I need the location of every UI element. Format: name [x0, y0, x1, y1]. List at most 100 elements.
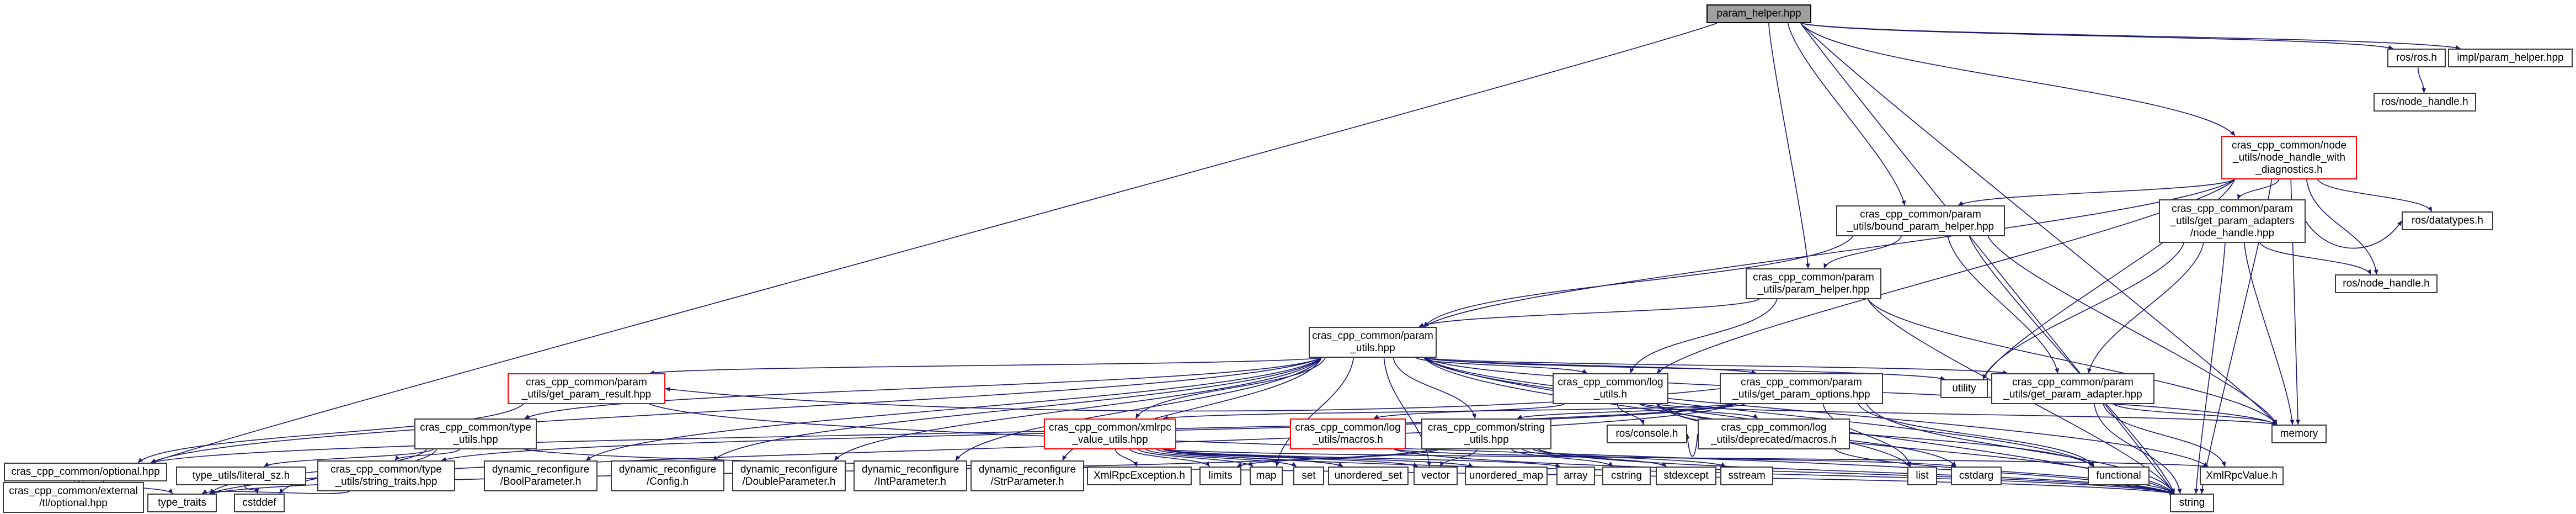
include-edge-bound_param_helper-to-string [1969, 236, 2175, 494]
include-edge-xmlrpc_value_utils-to-xmlrpcvalue [1162, 449, 2209, 469]
include-edge-param_utils-to-get_param_result [649, 357, 1322, 375]
include-edge-param_utils-to-type_utils [524, 357, 1322, 419]
graph-node-get_param_adapter[interactable]: cras_cpp_common/param _utils/get_param_a… [1991, 373, 2154, 404]
include-edge-string_utils-to-stdexcept [1522, 449, 1667, 467]
graph-node-type_traits[interactable]: type_traits [147, 494, 217, 512]
graph-node-memory[interactable]: memory [2271, 425, 2327, 443]
include-edge-xmlrpc_value_utils-to-xmlrpc_exception [1114, 449, 1138, 467]
graph-node-pu_param_helper[interactable]: cras_cpp_common/param _utils/param_helpe… [1746, 268, 1881, 299]
graph-node-literal_sz[interactable]: type_utils/literal_sz.h [176, 467, 306, 485]
graph-node-config_h[interactable]: dynamic_reconfigure /Config.h [611, 460, 724, 491]
include-edge-get_param_options-to-functional [1858, 404, 2094, 467]
include-edge-root-to-nh_with_diag [1800, 23, 2236, 136]
graph-node-tl_optional[interactable]: cras_cpp_common/external /tl/optional.hp… [3, 482, 144, 513]
include-edge-param_utils-to-xmlrpcvalue [1423, 357, 2209, 467]
include-edge-get_param_adapter-to-xmlrpcvalue [2103, 404, 2226, 467]
include-edge-get_param_result-to-optional_hpp [137, 404, 524, 463]
include-edge-bound_param_helper-to-param_utils [1423, 236, 1854, 327]
graph-node-log_utils_macros[interactable]: cras_cpp_common/log _utils/macros.h [1290, 418, 1406, 449]
graph-node-int_param[interactable]: dynamic_reconfigure /IntParameter.h [854, 460, 967, 491]
include-edge-gpa_node_handle-to-memory [2244, 242, 2295, 425]
graph-node-ros_console[interactable]: ros/console.h [1607, 425, 1687, 443]
include-edge-xmlrpc_value_utils-to-limits [1129, 449, 1210, 467]
include-edge-param_utils-to-get_param_adapter [1423, 357, 2008, 375]
include-edge-lu_depr_macros-to-ros_console [1685, 433, 1698, 457]
include-edge-log_utils_h-to-ros_console [1617, 404, 1645, 425]
include-edge-lu_depr_macros-to-string [1834, 449, 2175, 494]
include-edge-log_utils_h-to-memory [1656, 404, 2278, 426]
graph-node-optional_hpp[interactable]: cras_cpp_common/optional.hpp [4, 463, 167, 481]
include-edge-gpa_node_handle-to-utility [1982, 242, 2185, 380]
include-edge-bound_param_helper-to-pu_param_helper [1823, 236, 1902, 269]
include-edge-pu_param_helper-to-memory [1867, 299, 2278, 425]
graph-node-param_utils[interactable]: cras_cpp_common/param _utils.hpp [1309, 327, 1437, 358]
include-edge-param_utils-to-optional_hpp [150, 357, 1322, 463]
include-edge-string_traits-to-type_traits [201, 489, 350, 494]
include-edge-ros_ros_h-to-ros_node_handle_1 [2417, 67, 2426, 93]
include-edge-xmlrpc_value_utils-to-map [1138, 449, 1254, 467]
graph-node-impl_param_helper[interactable]: impl/param_helper.hpp [2448, 49, 2573, 67]
include-edge-root-to-string [1800, 23, 2175, 494]
graph-node-ros_ros_h[interactable]: ros/ros.h [2387, 49, 2446, 67]
graph-node-cstddef[interactable]: cstddef [234, 494, 285, 512]
include-edge-root-to-memory [1800, 23, 2278, 425]
include-edge-param_utils-to-double_param [834, 357, 1322, 461]
graph-node-map[interactable]: map [1250, 467, 1283, 485]
graph-node-functional[interactable]: functional [2088, 467, 2150, 485]
include-edge-nh_with_diag-to-gpa_node_handle [2237, 179, 2280, 200]
graph-node-sstream[interactable]: sstream [1720, 467, 1773, 485]
graph-node-gpa_node_handle[interactable]: cras_cpp_common/param _utils/get_param_a… [2159, 199, 2306, 243]
graph-node-set[interactable]: set [1293, 467, 1324, 485]
graph-node-limits[interactable]: limits [1199, 467, 1241, 485]
graph-node-ros_datatypes[interactable]: ros/datatypes.h [2402, 211, 2493, 230]
graph-node-nh_with_diag[interactable]: cras_cpp_common/node _utils/node_handle_… [2221, 136, 2357, 179]
include-edge-nh_with_diag-to-ros_node_handle_2 [2306, 179, 2378, 275]
graph-node-double_param[interactable]: dynamic_reconfigure /DoubleParameter.h [732, 460, 846, 491]
graph-node-get_param_result[interactable]: cras_cpp_common/param _utils/get_param_r… [508, 373, 665, 404]
graph-node-string[interactable]: string [2170, 494, 2214, 512]
graph-node-unordered_set[interactable]: unordered_set [1328, 467, 1409, 485]
graph-node-str_param[interactable]: dynamic_reconfigure /StrParameter.h [970, 460, 1084, 491]
include-edge-xmlrpc_value_utils-to-set [1145, 449, 1297, 467]
include-edge-string_utils-to-vector [1440, 449, 1478, 467]
graph-node-log_utils_h[interactable]: cras_cpp_common/log _utils.h [1553, 373, 1668, 404]
graph-node-type_utils[interactable]: cras_cpp_common/type _utils.hpp [414, 418, 537, 449]
graph-node-ros_node_handle_2[interactable]: ros/node_handle.h [2335, 274, 2438, 293]
include-edge-param_utils-to-utility [1423, 357, 1946, 380]
graph-node-cstdarg[interactable]: cstdarg [1951, 467, 2002, 485]
include-edge-gpa_node_handle-to-ros_datatypes [2305, 220, 2402, 249]
graph-node-bound_param_helper[interactable]: cras_cpp_common/param _utils/bound_param… [1836, 205, 2005, 236]
graph-node-string_traits[interactable]: cras_cpp_common/type _utils/string_trait… [317, 460, 455, 491]
graph-node-xmlrpc_exception[interactable]: XmlRpcException.h [1087, 467, 1192, 485]
graph-node-unordered_map[interactable]: unordered_map [1465, 467, 1548, 485]
include-edge-string_utils-to-cstring [1511, 449, 1613, 467]
graph-node-xmlrpc_value_utils[interactable]: cras_cpp_common/xmlrpc _value_utils.hpp [1044, 418, 1176, 449]
graph-node-utility[interactable]: utility [1940, 379, 1988, 398]
graph-node-cstring[interactable]: cstring [1602, 467, 1651, 485]
include-edge-log_utils_h-to-functional [1656, 404, 2094, 467]
graph-node-lu_depr_macros[interactable]: cras_cpp_common/log _utils/deprecated/ma… [1698, 418, 1850, 449]
include-edge-root-to-impl_param_helper [1800, 23, 2461, 50]
include-edge-pu_param_helper-to-log_utils_h [1629, 299, 1778, 374]
graph-node-ros_node_handle_1[interactable]: ros/node_handle.h [2374, 93, 2476, 112]
include-edge-root-to-pu_param_helper [1768, 23, 1810, 269]
graph-node-array[interactable]: array [1556, 467, 1595, 485]
include-edge-get_param_options-to-optional_hpp [150, 404, 1736, 464]
graph-node-stdexcept[interactable]: stdexcept [1656, 467, 1716, 485]
include-edge-bound_param_helper-to-memory [1987, 236, 2278, 425]
graph-node-string_utils[interactable]: cras_cpp_common/string _utils.hpp [1421, 418, 1551, 449]
graph-node-root[interactable]: param_helper.hpp [1706, 4, 1811, 23]
include-edge-param_utils-to-int_param [955, 357, 1322, 461]
include-edge-type_utils-to-literal_sz [264, 449, 434, 467]
graph-node-bool_param[interactable]: dynamic_reconfigure /BoolParameter.h [484, 460, 598, 491]
include-edge-get_param_result-to-string [649, 404, 2175, 494]
graph-node-list[interactable]: list [1907, 467, 1937, 485]
include-edge-type_utils-to-string_traits [394, 449, 460, 461]
graph-node-vector[interactable]: vector [1414, 467, 1458, 485]
include-edge-nh_with_diag-to-bound_param_helper [1958, 179, 2236, 206]
include-edge-xmlrpc_value_utils-to-array [1162, 449, 1561, 468]
graph-node-xmlrpcvalue[interactable]: XmlRpcValue.h [2200, 467, 2284, 485]
graph-node-get_param_options[interactable]: cras_cpp_common/param _utils/get_param_o… [1720, 373, 1883, 404]
include-edge-literal_sz-to-cstddef [244, 485, 259, 494]
